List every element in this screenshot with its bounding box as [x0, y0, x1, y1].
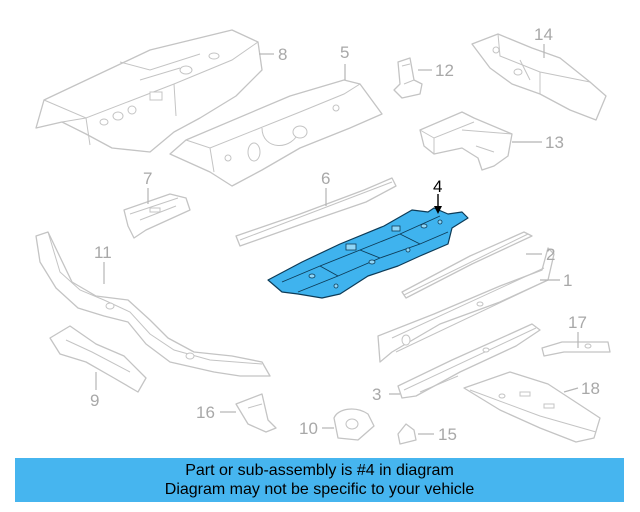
callout-11[interactable]: 11 [94, 243, 112, 262]
part-18-drawing [463, 371, 601, 443]
callout-8[interactable]: 8 [278, 45, 287, 64]
callout-16[interactable]: 16 [196, 403, 215, 422]
part-13-drawing [419, 111, 513, 171]
banner-line-2: Diagram may not be specific to your vehi… [164, 481, 475, 498]
leader-lines [95, 44, 579, 435]
callout-9[interactable]: 9 [90, 391, 99, 410]
part-7-drawing [123, 193, 191, 239]
part-15-drawing [397, 423, 417, 445]
callout-18[interactable]: 18 [581, 379, 600, 398]
callout-14[interactable]: 14 [534, 25, 553, 44]
callout-5[interactable]: 5 [340, 43, 349, 62]
part-5-drawing [169, 79, 383, 187]
callouts: 8 5 12 14 13 7 6 4 2 11 1 17 3 18 9 16 1… [90, 25, 600, 444]
callout-4[interactable]: 4 [433, 177, 442, 196]
banner-line-1: Part or sub-assembly is #4 in diagram [185, 462, 454, 479]
callout-7[interactable]: 7 [143, 169, 152, 188]
part-6-drawing [235, 177, 397, 247]
callout-10[interactable]: 10 [299, 419, 318, 438]
part-16-drawing [235, 393, 277, 433]
part-10-drawing [333, 408, 375, 441]
part-3-drawing [397, 323, 541, 399]
callout-6[interactable]: 6 [321, 169, 330, 188]
part-9-drawing [49, 325, 147, 393]
callout-1[interactable]: 1 [563, 271, 572, 290]
part-12-drawing [393, 57, 423, 99]
part-11-drawing [35, 231, 271, 377]
callout-15[interactable]: 15 [438, 425, 457, 444]
callout-13[interactable]: 13 [545, 133, 564, 152]
part-14-drawing [471, 33, 607, 121]
callout-2[interactable]: 2 [546, 245, 555, 264]
part-2-drawing [401, 231, 533, 299]
info-banner: Part or sub-assembly is #4 in diagram Di… [15, 458, 624, 502]
callout-3[interactable]: 3 [372, 385, 381, 404]
callout-17[interactable]: 17 [568, 313, 587, 332]
callout-12[interactable]: 12 [435, 61, 454, 80]
part-1-drawing [377, 247, 555, 363]
part-17-drawing [541, 341, 611, 357]
part-4-drawing [267, 207, 469, 299]
part-8-drawing [35, 29, 263, 153]
